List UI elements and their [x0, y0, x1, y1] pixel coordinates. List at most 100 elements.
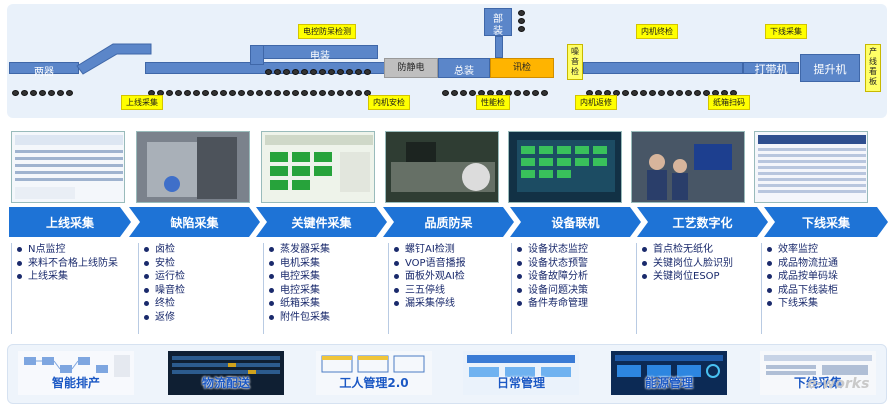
- rollers-zongzhuang: [442, 81, 550, 96]
- thumbnail-defect-photo: [136, 131, 250, 203]
- conveyor-tishengji: 提升机: [800, 54, 860, 82]
- list-item: 返修: [143, 311, 256, 325]
- inspection-box: 讯检: [490, 58, 554, 78]
- conveyor-liangqi: 两器: [9, 62, 79, 78]
- station-tag-performance: 性能检: [476, 95, 510, 110]
- list-item: 下线采集: [766, 297, 885, 311]
- stage-list-defect: 卤检 安检 运行检 噪音检 终检 返修: [138, 243, 256, 334]
- list-item: 效率监控: [766, 243, 885, 257]
- anti-static-box: 防静电: [384, 58, 438, 78]
- thumbnail-offline-screen: [754, 131, 868, 203]
- segment-label-tishengji: 提升机: [813, 63, 847, 76]
- rollers-bu-zhuang: [518, 10, 528, 32]
- rollers-main-right: [586, 81, 739, 96]
- list-item: 成品按单码垛: [766, 270, 885, 284]
- conveyor-bu-zhuang: 部 装: [484, 8, 512, 37]
- list-item: VOP语音播报: [393, 257, 506, 271]
- thumbnail-quality-photo: [385, 131, 499, 203]
- list-item: 漏采集停线: [393, 297, 506, 311]
- list-item: 设备故障分析: [516, 270, 629, 284]
- list-item: 备件寿命管理: [516, 297, 629, 311]
- stage-chevron-equipment: 设备联机: [510, 207, 641, 237]
- segment-label-zongzhuang: 总装: [454, 66, 474, 77]
- stage-chevron-quality: 品质防呆: [383, 207, 514, 237]
- list-item: 设备问题决策: [516, 284, 629, 298]
- system-card-energy: 能源管理: [611, 351, 727, 395]
- list-item: 安检: [143, 257, 256, 271]
- list-item: 卤检: [143, 243, 256, 257]
- stage-list-process: 首点检无纸化 关键岗位人脸识别 关键岗位ESOP: [636, 243, 754, 334]
- system-card-scheduling: 智能排产: [18, 351, 134, 395]
- systems-panel: [7, 344, 887, 404]
- system-label-energy: 能源管理: [644, 376, 693, 390]
- list-item: 电控采集: [268, 284, 381, 298]
- list-item: 运行检: [143, 270, 256, 284]
- list-item: 螺钉AI检测: [393, 243, 506, 257]
- watermark-logo: e-works: [807, 376, 870, 392]
- station-tag-carton-scan: 纸箱扫码: [708, 95, 750, 110]
- segment-label-dianzhuang: 电装: [310, 51, 330, 62]
- system-label-offline: 下线采集: [793, 376, 842, 390]
- list-item: 设备状态监控: [516, 243, 629, 257]
- list-item: 纸箱采集: [268, 297, 381, 311]
- list-item: 上线采集: [16, 270, 129, 284]
- stage-list-offline: 效率监控 成品物流拉通 成品按单码垛 成品下线装柜 下线采集: [761, 243, 885, 334]
- list-item: 噪音检: [143, 284, 256, 298]
- rollers-dianzhuang: [265, 60, 373, 75]
- station-tag-online: 上线采集: [121, 95, 163, 110]
- thumbnail-online-screen: [11, 131, 125, 203]
- list-item: 关键岗位人脸识别: [641, 257, 754, 271]
- stage-list-quality: 螺钉AI检测 VOP语音播报 面板外观AI检 三五停线 漏采集停线: [388, 243, 506, 334]
- stage-chevron-offline: 下线采集: [764, 207, 888, 237]
- stage-chevron-defect: 缺陷采集: [129, 207, 260, 237]
- rollers-main-left: [148, 81, 373, 96]
- list-item: 成品下线装柜: [766, 284, 885, 298]
- system-label-logistics: 物流配送: [201, 376, 250, 390]
- thumbnail-process-photo: [631, 131, 745, 203]
- system-label-scheduling: 智能排产: [51, 376, 100, 390]
- list-item: 设备状态预警: [516, 257, 629, 271]
- list-item: 成品物流拉通: [766, 257, 885, 271]
- system-label-daily: 日常管理: [496, 376, 545, 390]
- conveyor-zongzhuang: 总装: [438, 58, 490, 78]
- station-tag-repair: 内机返修: [575, 95, 617, 110]
- system-card-worker: 工人管理2.0: [316, 351, 432, 395]
- stage-chevron-process: 工艺数字化: [637, 207, 768, 237]
- station-tag-safety: 内机安检: [368, 95, 410, 110]
- segment-label-bu: 部: [493, 14, 503, 25]
- conveyor-connector: [76, 43, 152, 75]
- list-item: 关键岗位ESOP: [641, 270, 754, 284]
- thumbnail-equipment-board: [508, 131, 622, 203]
- conveyor-dabeiji: 打带机: [743, 62, 799, 76]
- segment-label-zhuang: 装: [493, 26, 503, 37]
- noise-check-box: 噪音检: [567, 44, 583, 80]
- station-tag-final-check: 内机终检: [636, 24, 678, 39]
- station-tag-offline-top: 下线采集: [765, 24, 807, 39]
- list-item: 电机采集: [268, 257, 381, 271]
- conveyor-dianzhuang: 电装: [262, 45, 378, 62]
- segment-label-liangqi: 两器: [34, 67, 54, 78]
- rollers-liangqi: [12, 81, 75, 96]
- list-item: 附件包采集: [268, 311, 381, 325]
- system-card-logistics: 物流配送: [168, 351, 284, 395]
- system-label-worker: 工人管理2.0: [339, 376, 409, 390]
- list-item: N点监控: [16, 243, 129, 257]
- system-card-offline: 下线采集: [760, 351, 876, 395]
- stage-list-online: N点监控 来料不合格上线防呆 上线采集: [11, 243, 129, 334]
- line-board-box: 产线看板: [865, 44, 881, 92]
- list-item: 电控采集: [268, 270, 381, 284]
- list-item: 三五停线: [393, 284, 506, 298]
- stage-chevron-online: 上线采集: [9, 207, 131, 237]
- stage-list-equipment: 设备状态监控 设备状态预警 设备故障分析 设备问题决策 备件寿命管理: [511, 243, 629, 334]
- thumbnail-key-parts-screen: [261, 131, 375, 203]
- conveyor-drop: [495, 36, 503, 58]
- list-item: 蒸发器采集: [268, 243, 381, 257]
- stage-chevron-key-parts: 关键件采集: [256, 207, 387, 237]
- segment-label-tiaodaiji: 打带机: [754, 63, 788, 76]
- conveyor-riser: [250, 45, 264, 65]
- list-item: 来料不合格上线防呆: [16, 257, 129, 271]
- list-item: 终检: [143, 297, 256, 311]
- system-card-daily: 日常管理: [463, 351, 579, 395]
- list-item: 面板外观AI检: [393, 270, 506, 284]
- list-item: 首点检无纸化: [641, 243, 754, 257]
